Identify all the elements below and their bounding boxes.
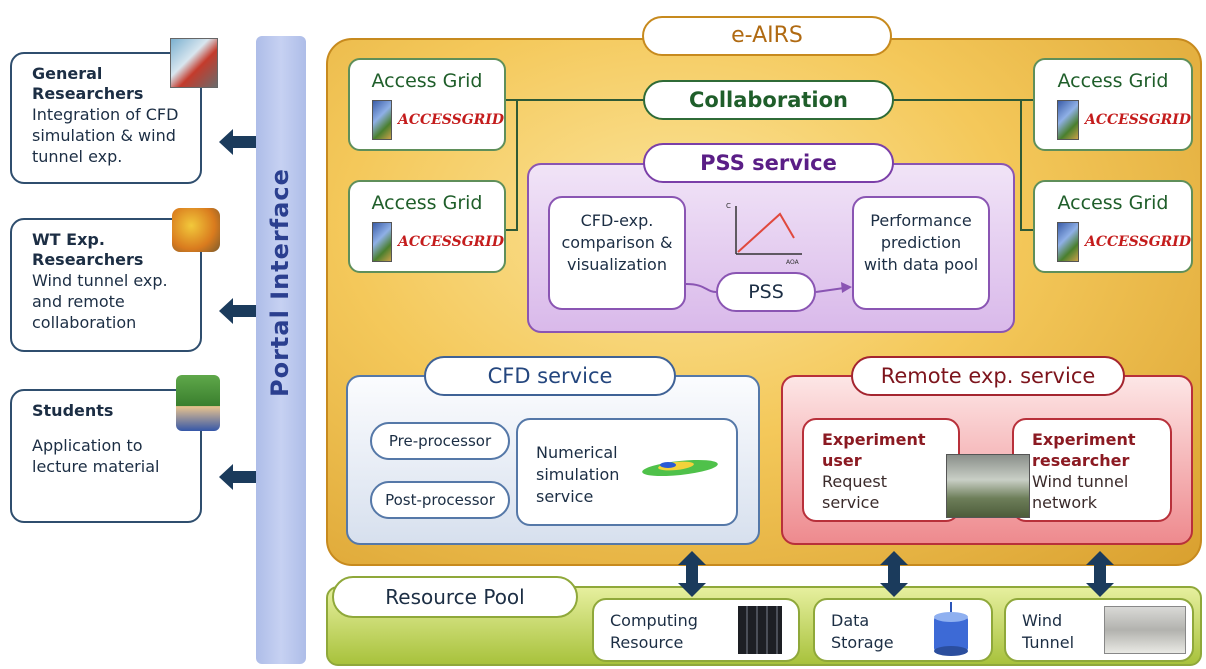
user-title: General Researchers <box>32 64 144 103</box>
researcher-photo-icon <box>170 38 218 88</box>
resource-pool-title-pill: Resource Pool <box>332 576 578 618</box>
pss-comparison-box: CFD-exp. comparison & visualization <box>548 196 686 310</box>
pss-prediction-label: Performance prediction with data pool <box>863 211 979 274</box>
cfd-service-title-pill: CFD service <box>424 356 676 396</box>
cfd-service-title: CFD service <box>487 364 613 388</box>
collaboration-label: Collaboration <box>688 88 848 112</box>
portal-arrow-icon <box>219 129 233 155</box>
user-desc: Application to lecture material <box>32 436 160 476</box>
access-grid-box-bottom-left: Access Grid ACCESSGRID <box>348 180 506 273</box>
server-rack-icon <box>738 606 782 654</box>
pss-service-title-pill: PSS service <box>643 143 894 183</box>
access-grid-label: Access Grid <box>371 192 483 214</box>
access-grid-logo: ACCESSGRID <box>397 234 504 250</box>
access-grid-logo: ACCESSGRID <box>1084 112 1191 128</box>
portal-interface-bar <box>256 36 306 664</box>
portal-arrow-icon <box>219 464 233 490</box>
graph-y-label: C <box>726 202 731 210</box>
double-arrow-icon <box>678 551 706 597</box>
pss-prediction-box: Performance prediction with data pool <box>852 196 990 310</box>
connector-line <box>506 229 518 231</box>
resource-pool-title: Resource Pool <box>385 585 525 609</box>
pss-flow-arrows <box>686 282 852 293</box>
student-clipart-icon <box>176 375 220 431</box>
post-processor-button: Post-processor <box>370 481 510 519</box>
user-title: WT Exp. Researchers <box>32 230 144 269</box>
pss-service-title: PSS service <box>700 151 837 175</box>
experiment-user-box: Experiment user Request service <box>802 418 960 522</box>
access-grid-label: Access Grid <box>1057 192 1169 214</box>
user-box-wt-researchers: WT Exp. Researchers Wind tunnel exp. and… <box>10 218 202 352</box>
pss-comparison-label: CFD-exp. comparison & visualization <box>561 211 673 274</box>
portal-arrow-shaft <box>232 471 256 483</box>
remote-exp-title-pill: Remote exp. service <box>851 356 1125 396</box>
wind-tunnel-label: Wind Tunnel <box>1022 611 1075 652</box>
post-processor-label: Post-processor <box>385 491 495 509</box>
wind-tunnel-photo <box>1104 606 1186 654</box>
user-desc: Wind tunnel exp. and remote collaboratio… <box>32 271 168 332</box>
connector-line <box>1020 99 1022 230</box>
connector-line <box>1020 229 1034 231</box>
experiment-user-desc: Request service <box>822 472 887 512</box>
connector-line <box>893 99 1033 101</box>
pss-center-label: PSS <box>748 281 784 303</box>
double-arrow-icon <box>1086 551 1114 597</box>
numerical-simulation-box: Numerical simulation service <box>516 418 738 526</box>
portal-interface-label: Portal Interface <box>266 168 294 397</box>
experiment-researcher-title: Experiment researcher <box>1032 430 1136 470</box>
experimenter-clipart-icon <box>172 208 220 252</box>
e-airs-title-pill: e-AIRS <box>642 16 892 56</box>
access-grid-box-top-left: Access Grid ACCESSGRID <box>348 58 506 151</box>
experiment-researcher-desc: Wind tunnel network <box>1032 472 1129 512</box>
pss-lift-curve-graph: C AOA <box>726 202 802 266</box>
numerical-simulation-label: Numerical simulation service <box>536 443 620 506</box>
remote-exp-title: Remote exp. service <box>880 364 1096 388</box>
pre-processor-button: Pre-processor <box>370 422 510 460</box>
access-grid-computer-icon <box>372 222 392 262</box>
access-grid-logo: ACCESSGRID <box>1084 234 1191 250</box>
database-icon <box>934 602 968 656</box>
experiment-user-title: Experiment user <box>822 430 926 470</box>
access-grid-box-bottom-right: Access Grid ACCESSGRID <box>1033 180 1193 273</box>
e-airs-title: e-AIRS <box>731 23 803 48</box>
access-grid-logo: ACCESSGRID <box>397 112 504 128</box>
access-grid-computer-icon <box>1057 100 1079 140</box>
access-grid-label: Access Grid <box>1057 70 1169 92</box>
double-arrow-icon <box>880 551 908 597</box>
user-title: Students <box>32 401 114 420</box>
portal-arrow-shaft <box>232 305 256 317</box>
pre-processor-label: Pre-processor <box>388 432 492 450</box>
connector-line <box>516 99 518 230</box>
wind-tunnel-lab-photo <box>946 454 1030 518</box>
experiment-researcher-box: Experiment researcher Wind tunnel networ… <box>1012 418 1172 522</box>
data-storage-label: Data Storage <box>831 611 894 652</box>
graph-x-label: AOA <box>786 259 800 266</box>
connector-line <box>506 99 644 101</box>
access-grid-computer-icon <box>1057 222 1079 262</box>
user-desc: Integration of CFD simulation & wind tun… <box>32 105 179 166</box>
access-grid-label: Access Grid <box>371 70 483 92</box>
user-box-students: Students Application to lecture material <box>10 389 202 523</box>
access-grid-computer-icon <box>372 100 392 140</box>
collaboration-pill: Collaboration <box>643 80 894 120</box>
portal-arrow-icon <box>219 298 233 324</box>
access-grid-box-top-right: Access Grid ACCESSGRID <box>1033 58 1193 151</box>
pss-center-pill: PSS <box>716 272 816 312</box>
wing-simulation-icon <box>642 459 718 477</box>
portal-arrow-shaft <box>232 136 256 148</box>
computing-resource-label: Computing Resource <box>610 611 698 652</box>
